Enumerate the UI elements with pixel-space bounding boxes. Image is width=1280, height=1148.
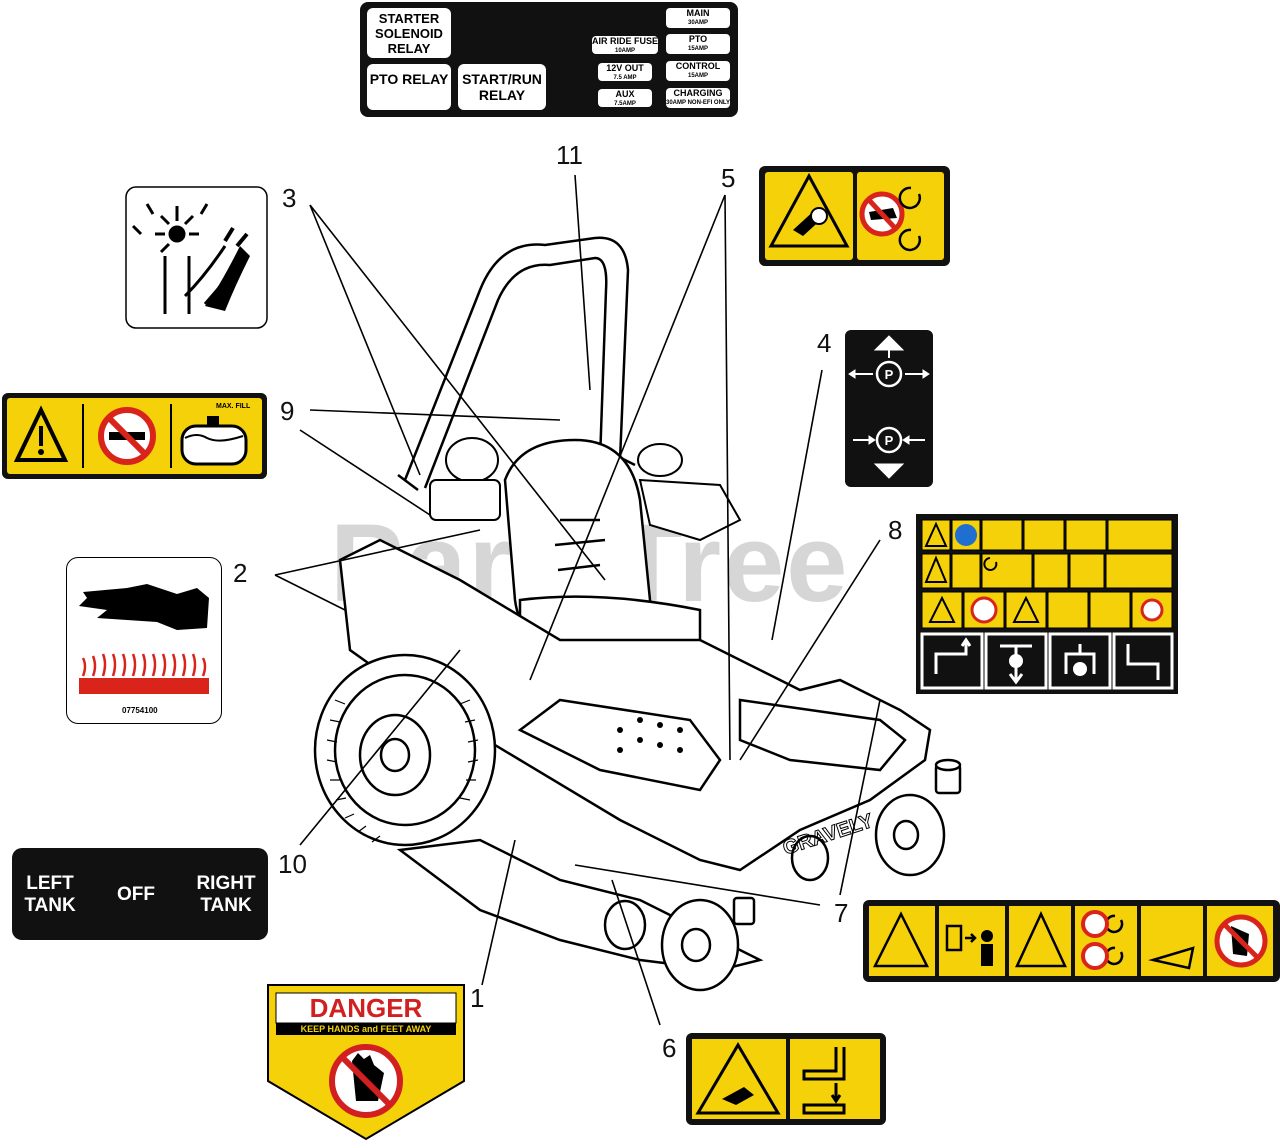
off-label: OFF (117, 884, 155, 905)
leader-lines (274, 174, 881, 1026)
callout-10: 10 (278, 849, 307, 879)
relay-panel-decal: STARTER SOLENOID RELAY PTO RELAY START/R… (360, 2, 738, 117)
callout-1: 1 (470, 983, 485, 1013)
callout-8: 8 (888, 515, 903, 545)
danger-title: DANGER (309, 993, 423, 1023)
callout-6: 6 (662, 1033, 677, 1063)
freeze-warning-decal (125, 186, 268, 329)
hand-flames-pictogram (79, 584, 209, 694)
pto-relay-label: PTO RELAY (367, 64, 451, 110)
hot-surface-decal: 07754100 (66, 557, 222, 724)
mower-warning-strip-decal (863, 900, 1280, 982)
tire-tread (326, 699, 479, 843)
engine (429, 437, 742, 542)
callout-2: 2 (233, 558, 248, 588)
parking-brake-decal: P P (845, 330, 933, 487)
callout-7: 7 (834, 898, 849, 928)
callout-9: 9 (280, 396, 295, 426)
fuel-warning-pictograms (13, 404, 248, 468)
svg-text:P: P (885, 433, 894, 448)
callout-3: 3 (282, 183, 297, 213)
right-tank-label: RIGHT TANK (196, 873, 256, 916)
left-tank-label: LEFT TANK (24, 873, 76, 916)
caster-wheels (603, 758, 962, 992)
rear-wheel (313, 653, 497, 847)
danger-subtitle: KEEP HANDS and FEET AWAY (300, 1024, 432, 1034)
fuel-warning-decal: MAX. FILL (2, 393, 267, 479)
start-run-relay-label: START/RUN RELAY (458, 64, 546, 110)
danger-decal (267, 984, 465, 1141)
callout-4: 4 (817, 328, 832, 358)
belt-warning-decal (759, 166, 950, 266)
starter-solenoid-relay-label: STARTER SOLENOID RELAY (367, 8, 451, 58)
hot-surface-code: 07754100 (122, 706, 158, 715)
svg-text:P: P (885, 367, 894, 382)
floor-pattern (617, 717, 683, 753)
deck-warning-decal (686, 1033, 886, 1125)
tank-selector-decal: LEFT TANK OFF RIGHT TANK (12, 848, 268, 940)
max-fill-label: MAX. FILL (216, 403, 251, 410)
callout-5: 5 (721, 163, 736, 193)
callout-11: 11 (556, 140, 583, 170)
operator-instructions-decal (916, 514, 1178, 694)
